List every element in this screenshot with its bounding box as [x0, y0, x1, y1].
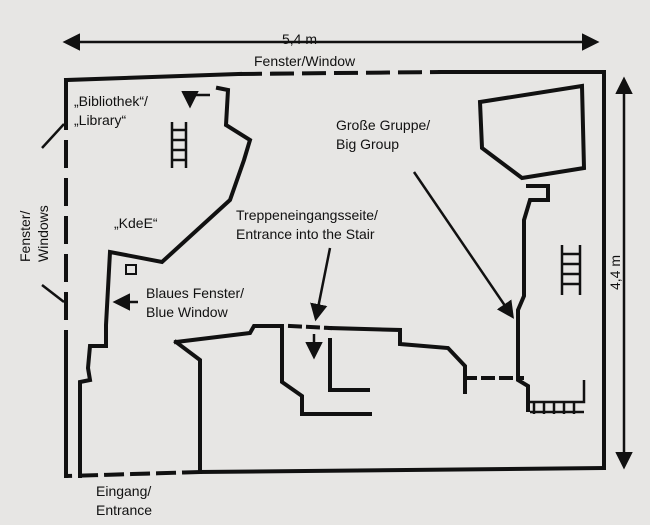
big-group-block — [477, 83, 587, 181]
stair-arrow — [310, 247, 332, 322]
library-wall — [78, 85, 253, 478]
stairs-icon — [170, 122, 586, 414]
big-group-label-en: Big Group — [336, 136, 400, 152]
entrance-label-en: Entrance — [96, 502, 153, 518]
kde-label: „KdeE“ — [114, 215, 158, 231]
blue-window-label-en: Blue Window — [146, 304, 228, 320]
big-group-label-de: Große Gruppe/ — [336, 117, 431, 133]
windows-left-pointer-bottom — [41, 284, 65, 303]
central-block-middle — [173, 339, 202, 474]
windows-left-label-de: Fenster/ — [17, 210, 33, 262]
entrance-label-de: Eingang/ — [96, 483, 152, 499]
library-arrow — [181, 91, 210, 109]
height-dimension-label: 4,4 m — [607, 254, 623, 290]
right-room-wall — [516, 184, 550, 412]
stair-dashed-top — [287, 323, 333, 331]
windows-left-label-en: Windows — [35, 205, 51, 262]
stair-entrance-inner — [328, 338, 370, 392]
kde-square-icon — [125, 264, 137, 275]
library-label-de: „Bibliothek“/ — [74, 93, 148, 109]
blue-window-label-de: Blaues Fenster/ — [146, 285, 245, 301]
entrance-dashed — [65, 469, 203, 479]
outer-wall-bottom — [197, 465, 607, 475]
library-label: „Bibliothek“/ „Library“ — [74, 92, 148, 130]
big-group-label: Große Gruppe/ Big Group — [336, 116, 430, 154]
blue-window-label: Blaues Fenster/ Blue Window — [146, 284, 244, 322]
stair-entrance-label: Treppeneingangsseite/ Entrance into the … — [236, 206, 378, 244]
entrance-label: Eingang/ Entrance — [96, 482, 152, 520]
window-top-label: Fenster/Window — [254, 53, 356, 69]
outer-wall-top-left — [63, 71, 243, 83]
windows-left-label: Fenster/ Windows — [16, 205, 52, 262]
central-block-left — [173, 324, 372, 416]
windows-left-pointer-top — [41, 123, 65, 149]
library-label-en: „Library“ — [74, 112, 127, 128]
stair-entrance-label-de: Treppeneingangsseite/ — [236, 207, 378, 223]
width-dimension-label: 5,4 m — [282, 31, 318, 47]
big-group-arrow — [412, 171, 514, 319]
stair-entrance-block — [327, 325, 467, 394]
window-top-dashed — [237, 69, 443, 77]
stair-entrance-label-en: Entrance into the Stair — [236, 226, 375, 242]
